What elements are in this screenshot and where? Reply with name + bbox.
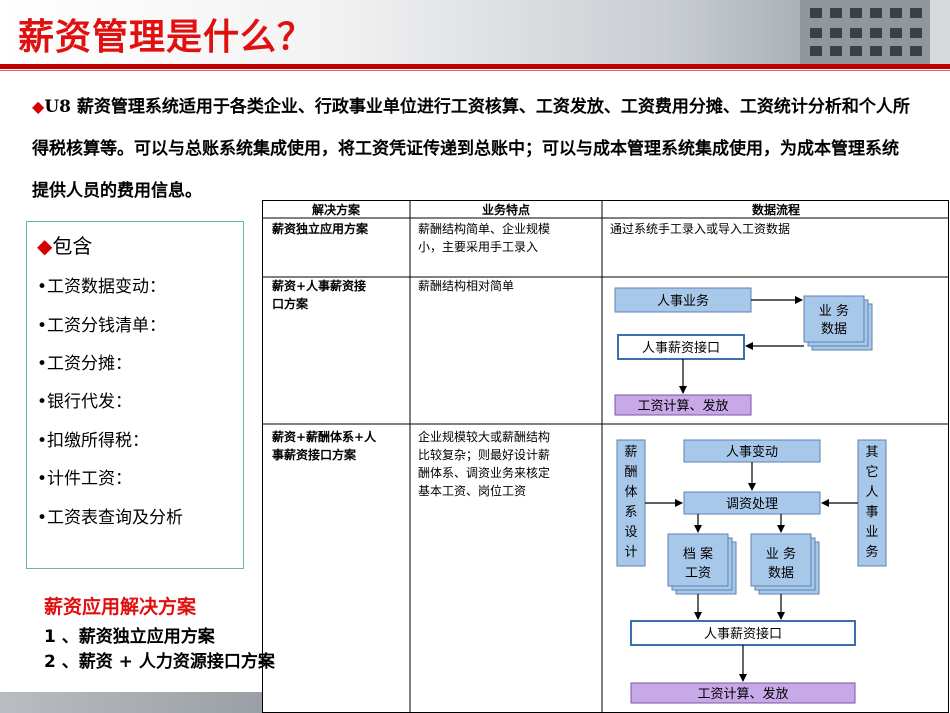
- intro-text: U8 薪资管理系统适用于各类企业、行政事业单位进行工资核算、工资发放、工资费用分…: [32, 97, 910, 201]
- svg-text:酬: 酬: [624, 465, 637, 480]
- flow-box-salary-calc: [630, 682, 856, 704]
- diamond-bullet-icon: ◆: [37, 234, 53, 258]
- flow-box-hr-interface: [630, 620, 856, 646]
- row2-flow-diagram: 人事业务 业 务 数据 人事薪资接口 工资计算、发放: [614, 287, 873, 416]
- flow-label: 工资计算、发放: [637, 398, 728, 414]
- row3-solution-line: 薪资+薪酬体系+人: [272, 429, 377, 444]
- flow-label: 业 务: [819, 303, 849, 319]
- header-divider-thin: [0, 70, 950, 71]
- flow-doc-archive: [667, 533, 729, 587]
- row3-flow-diagram: 薪 酬 体 系 设 计 人事变动 其 它 人 事 业 务 调资处理 档 案 工资…: [616, 439, 887, 704]
- contains-item: •扣缴所得税：: [37, 431, 150, 451]
- building-image: [800, 0, 950, 64]
- contains-item: •计件工资：: [37, 469, 133, 489]
- flow-doc-business-data: [750, 533, 812, 587]
- flow-box-adjust: [683, 491, 821, 515]
- svg-text:务: 务: [865, 544, 878, 560]
- row3-feature-line: 基本工资、岗位工资: [418, 483, 526, 498]
- row2-solution-line: 薪资+人事薪资接: [272, 278, 366, 293]
- row3-feature-line: 企业规模较大或薪酬结构: [418, 429, 550, 444]
- contains-item: •工资数据变动：: [37, 277, 167, 297]
- svg-text:计: 计: [624, 545, 637, 560]
- flow-label: 数据: [821, 322, 847, 337]
- flow-box-salary-calc: [614, 394, 752, 416]
- table-header-flow: 数据流程: [752, 202, 800, 217]
- solutions-section: 薪资应用解决方案 1 、薪资独立应用方案 2 、薪资 + 人力资源接口方案: [44, 592, 275, 672]
- flow-doc-business-data: [803, 295, 865, 343]
- page-title: 薪资管理是什么？: [18, 17, 315, 58]
- row1-flow-text: 通过系统手工录入或导入工资数据: [610, 221, 790, 236]
- svg-text:数据: 数据: [768, 566, 794, 581]
- row3-feature-line: 比较复杂；则最好设计薪: [418, 447, 550, 462]
- svg-text:业 务: 业 务: [766, 546, 796, 562]
- svg-text:人事薪资接口: 人事薪资接口: [704, 626, 782, 642]
- flow-box-hr-business: [614, 287, 752, 313]
- solution-item: 1 、薪资独立应用方案: [44, 627, 215, 647]
- contains-item: •工资分摊：: [37, 354, 133, 374]
- contains-item: •工资表查询及分析: [37, 508, 184, 528]
- diamond-bullet-icon: ◆: [32, 97, 45, 116]
- row1-solution: 薪资独立应用方案: [272, 221, 369, 236]
- row2-feature-line: 薪酬结构相对简单: [418, 278, 514, 293]
- svg-text:人事变动: 人事变动: [726, 444, 778, 460]
- row3-solution-line: 事薪资接口方案: [272, 447, 357, 462]
- row1-feature-line: 小，主要采用手工录入: [418, 240, 538, 254]
- svg-text:工资计算、发放: 工资计算、发放: [697, 686, 788, 702]
- contains-item: •银行代发：: [37, 392, 133, 412]
- row1-feature-line: 薪酬结构简单、企业规模: [418, 221, 550, 236]
- contains-item: •工资分钱清单：: [37, 316, 167, 336]
- svg-text:设: 设: [624, 525, 637, 540]
- contains-box: ◆包含 •工资数据变动： •工资分钱清单： •工资分摊： •银行代发： •扣缴所…: [26, 221, 244, 569]
- row3-feature-line: 酬体系、调资业务来核定: [418, 465, 550, 480]
- header-divider: [0, 64, 950, 69]
- svg-text:业: 业: [865, 525, 878, 540]
- svg-text:事: 事: [865, 505, 878, 520]
- solutions-title: 薪资应用解决方案: [44, 596, 197, 618]
- footer-bar: [0, 692, 262, 713]
- svg-text:系: 系: [624, 505, 637, 520]
- svg-text:调资处理: 调资处理: [726, 497, 778, 512]
- solution-item: 2 、薪资 + 人力资源接口方案: [44, 652, 275, 672]
- solution-table: 解决方案 业务特点 数据流程 薪资独立应用方案 薪酬结构简单、企业规模 小，主要…: [262, 200, 949, 713]
- flow-box-hr-interface: [617, 334, 745, 360]
- svg-text:体: 体: [624, 485, 637, 500]
- svg-text:人: 人: [865, 485, 878, 500]
- intro-paragraph: ◆U8 薪资管理系统适用于各类企业、行政事业单位进行工资核算、工资发放、工资费用…: [32, 86, 912, 212]
- contains-title: ◆包含: [37, 234, 93, 258]
- svg-text:其: 其: [865, 445, 878, 460]
- svg-text:档 案: 档 案: [683, 547, 713, 562]
- flow-label: 人事薪资接口: [642, 340, 720, 356]
- row2-solution-line: 口方案: [272, 296, 309, 311]
- flow-box-pay-design: [616, 439, 646, 567]
- table-header-features: 业务特点: [482, 202, 530, 217]
- svg-text:薪: 薪: [624, 445, 637, 460]
- table-header-solution: 解决方案: [312, 202, 361, 217]
- svg-text:工资: 工资: [685, 566, 711, 581]
- flow-label: 人事业务: [657, 293, 709, 309]
- header-banner: 薪资管理是什么？: [0, 0, 950, 64]
- svg-text:它: 它: [865, 464, 878, 480]
- flow-box-other-hr: [857, 439, 887, 567]
